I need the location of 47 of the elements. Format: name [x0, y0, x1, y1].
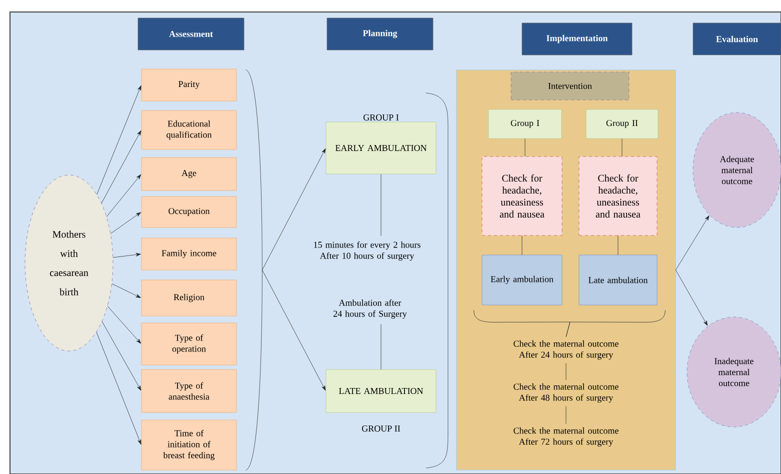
- header-box: Implementation: [522, 22, 632, 56]
- factor-box: Type of anaesthesia: [141, 369, 237, 413]
- connector-line: [566, 310, 666, 337]
- note-text: Check the maternal outcome After 48 hours of surgery: [514, 383, 618, 403]
- arrow: [96, 332, 142, 445]
- factor-box: Type of operation: [141, 322, 237, 366]
- process-box: Check for headache, uneasiness and nausea: [482, 156, 562, 236]
- process-box: Group II: [586, 109, 658, 139]
- process-box: LATE AMBULATION: [326, 369, 436, 413]
- arrow: [106, 174, 142, 217]
- group-label: GROUP II: [362, 426, 400, 432]
- connector-line: [380, 324, 382, 370]
- factor-box: Religion: [141, 280, 237, 316]
- header-box: Evaluation: [692, 22, 781, 56]
- arrow: [107, 306, 142, 344]
- factor-box: Age: [141, 157, 237, 191]
- arrow: [262, 270, 326, 391]
- process-box: Group I: [488, 109, 562, 139]
- arrow: [112, 284, 141, 298]
- process-box: EARLY AMBULATION: [326, 122, 436, 174]
- process-box: Intervention: [510, 72, 630, 100]
- note-text: Check the maternal outcome After 72 hours of surgery: [514, 427, 618, 447]
- process-box: Early ambulation: [482, 254, 562, 306]
- header-box: Planning: [326, 18, 434, 50]
- arrow: [102, 321, 142, 391]
- header-box: Assessment: [138, 18, 244, 50]
- factor-box: Educational qualification: [141, 110, 237, 150]
- arrow: [101, 130, 142, 204]
- note-text: Check the maternal outcome After 24 hours of surgery: [514, 340, 618, 360]
- arrow: [110, 212, 141, 234]
- arrow: [262, 148, 326, 270]
- factor-box: Family income: [141, 238, 237, 270]
- connector-line: [524, 138, 526, 156]
- arrow: [96, 85, 142, 195]
- bracket: [246, 70, 262, 470]
- process-box: Late ambulation: [578, 254, 658, 306]
- note-text: Ambulation after 24 hours of Surgery: [333, 299, 407, 319]
- process-box: Check for headache, uneasiness and nausea: [578, 156, 658, 236]
- arrow: [676, 215, 710, 270]
- factor-box: Time of initiation of breast feeding: [141, 420, 237, 470]
- connector-line: [380, 174, 382, 236]
- factor-box: Parity: [141, 68, 237, 102]
- factor-box: Occupation: [141, 196, 237, 228]
- group-label: GROUP I: [364, 114, 399, 120]
- note-text: 15 minutes for every 2 hours After 10 hours of surgery: [314, 241, 420, 261]
- arrow: [112, 252, 141, 258]
- arrow: [676, 270, 708, 326]
